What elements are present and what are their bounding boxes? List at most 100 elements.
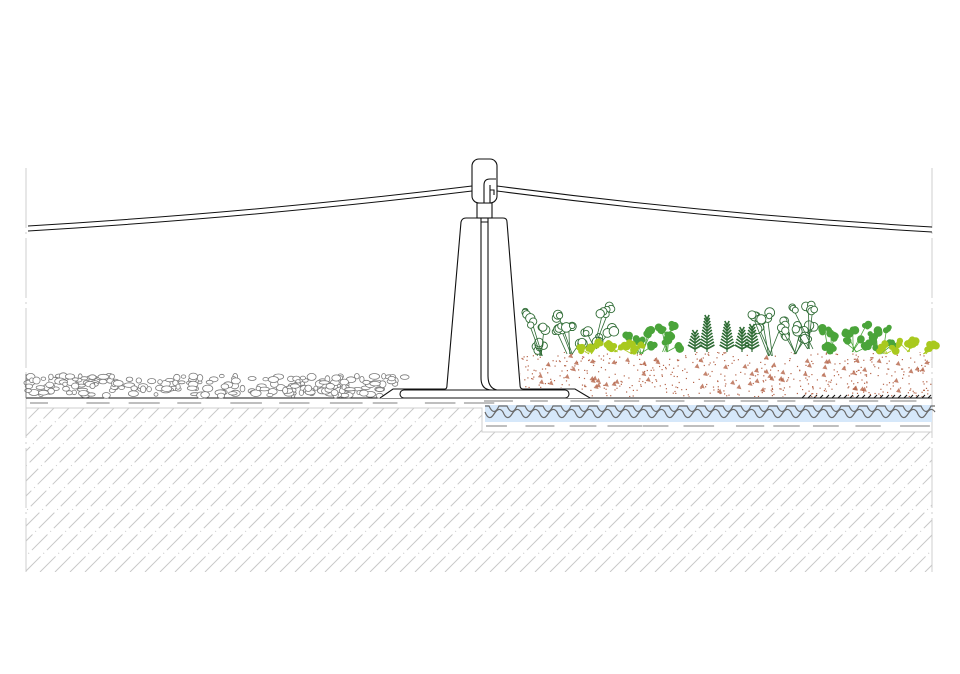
hatch-line (324, 408, 490, 572)
gravel-stone (177, 380, 186, 385)
substrate-grain (910, 388, 912, 390)
substrate-grain (728, 394, 730, 396)
fern-leaflet (748, 326, 756, 332)
hatch-line (714, 408, 880, 572)
hatch-line (699, 408, 865, 572)
substrate-grain (770, 389, 772, 391)
substrate-stone (767, 373, 773, 379)
substrate-grain (623, 375, 625, 377)
substrate-stone (908, 368, 914, 374)
fern-leaflet (704, 314, 710, 320)
substrate-grain (817, 353, 819, 355)
plant-leaf (879, 344, 887, 351)
substrate-grain (919, 370, 922, 372)
substrate-stone (653, 357, 659, 362)
substrate-grain (547, 372, 549, 374)
substrate-grain (812, 386, 814, 388)
substrate-grain (642, 380, 644, 383)
substrate-grain (724, 393, 726, 395)
plant (521, 307, 551, 357)
substrate-grain (619, 385, 621, 387)
substrate-grain (883, 352, 886, 353)
fern-leaflet (722, 329, 732, 335)
substrate-grain (649, 374, 651, 376)
substrate-grain (524, 379, 526, 381)
fern-leaflet (687, 344, 703, 350)
plant-leaf (527, 321, 535, 329)
gravel-stone (140, 385, 147, 394)
substrate-grain (917, 370, 919, 372)
fern-leaflet (700, 335, 714, 341)
root-barrier-tick (885, 394, 890, 399)
substrate-grain (608, 376, 610, 378)
cables (27, 185, 933, 233)
substrate-grain (921, 396, 923, 397)
substrate-stone (854, 357, 860, 363)
substrate-grain (709, 362, 711, 364)
substrate-stone (717, 388, 723, 394)
substrate-grain (857, 356, 859, 358)
substrate-grain (600, 358, 602, 360)
substrate-grain (661, 375, 663, 377)
gravel-stone (127, 390, 139, 397)
gravel-stone (306, 372, 317, 381)
root-barrier-tick (825, 394, 830, 399)
plant (841, 320, 873, 353)
gravel-stone (219, 373, 225, 379)
substrate-grain (726, 395, 728, 397)
substrate-grain (887, 368, 889, 370)
substrate-grain (735, 374, 737, 376)
substrate-grain (747, 364, 749, 366)
gravel-stone (330, 389, 339, 397)
substrate-grain (922, 381, 924, 383)
substrate-grain (787, 377, 790, 379)
plant-leaf (618, 344, 624, 350)
substrate-grain (835, 383, 838, 385)
substrate-grain (835, 353, 837, 355)
gravel-stone (89, 382, 96, 389)
substrate-stone (564, 373, 570, 379)
substrate-grain (604, 369, 607, 371)
hatch-line (789, 408, 932, 572)
substrate-grain (746, 354, 748, 356)
hatch-line (69, 408, 235, 572)
substrate-grain (881, 356, 883, 358)
hatch-line (369, 408, 535, 572)
substrate-grain (878, 393, 880, 395)
hatch-line (264, 408, 430, 572)
substrate-grain (561, 384, 563, 386)
substrate-grain (696, 352, 698, 354)
hatch-line (26, 408, 40, 572)
fern-leaflet (746, 335, 758, 341)
gravel-stone (35, 385, 46, 390)
root-barrier-tick (897, 394, 902, 399)
plant-leaf (608, 345, 615, 353)
plant-leaf (869, 337, 878, 346)
substrate-grain (705, 386, 707, 388)
substrate-grain (804, 393, 807, 395)
gravel-stone (325, 382, 335, 390)
substrate-grain (846, 383, 849, 385)
substrate-grain (789, 360, 791, 362)
substrate-grain (698, 392, 700, 394)
substrate-stone (545, 361, 551, 367)
substrate-grain (754, 396, 756, 397)
hatch-line (940, 408, 960, 572)
substrate-grain (553, 380, 556, 382)
hatch-line (549, 408, 715, 572)
substrate-grain (892, 385, 894, 387)
substrate-grain (696, 358, 698, 360)
substrate-grain (761, 392, 763, 394)
substrate-grain (796, 392, 798, 395)
gravel-stone (157, 379, 163, 385)
substrate-grain (828, 381, 830, 383)
substrate-grain (620, 380, 622, 382)
substrate-grain (848, 386, 850, 388)
substrate-grain (764, 388, 766, 390)
substrate-grain (869, 359, 871, 361)
substrate-grain (771, 387, 773, 389)
substrate-grain (908, 367, 910, 369)
substrate-grain (912, 390, 914, 392)
substrate-grain (779, 383, 781, 385)
hatch-line (26, 408, 100, 572)
